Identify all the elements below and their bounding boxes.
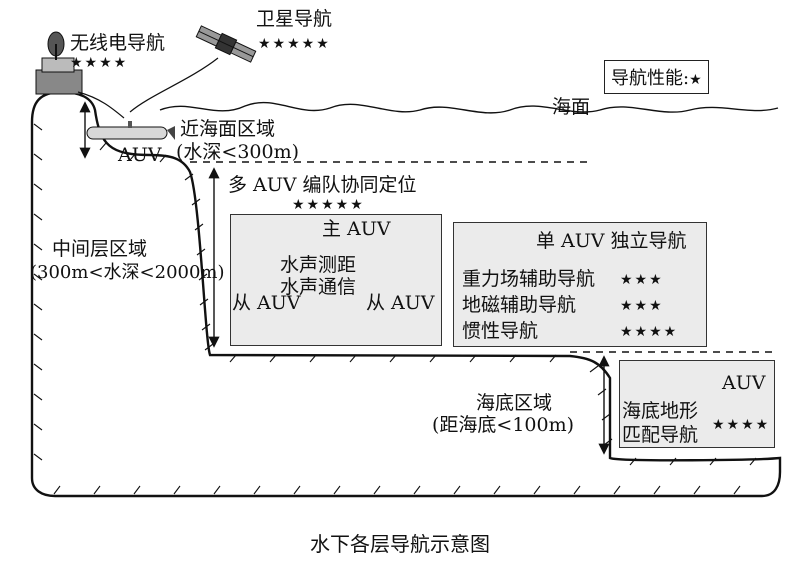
method-stars-0: ★★★: [620, 272, 664, 288]
near-surface-auv-icon: [86, 121, 175, 140]
slave-auv-right-label: 从 AUV: [366, 292, 435, 314]
acoustic-comm-label: 水声通信: [280, 276, 357, 298]
terrain-stars: ★★★★: [712, 417, 771, 433]
radio-tower-icon: [35, 31, 83, 95]
legend-box: 导航性能:★: [604, 60, 709, 94]
near-surface-depth: (水深<300m): [176, 141, 300, 163]
satellite-signal-line: [129, 57, 219, 113]
master-auv-label: 主 AUV: [322, 218, 391, 240]
formation-stars: ★★★★★: [292, 197, 365, 213]
middle-layer-title: 中间层区域: [52, 238, 148, 260]
sea-surface-label: 海面: [552, 96, 591, 118]
seabed-title: 海底区域: [476, 392, 553, 414]
radio-nav-title: 无线电导航: [70, 32, 166, 54]
method-name-2: 惯性导航: [462, 320, 539, 342]
satellite-icon: [195, 25, 257, 63]
terrain-panel: [619, 360, 775, 448]
middle-layer-depth: (300m<水深<2000m): [30, 262, 225, 283]
seabed-auv-label: AUV: [722, 372, 766, 394]
radio-nav-stars: ★★★★: [70, 55, 129, 71]
acoustic-ranging-label: 水声测距: [280, 254, 357, 276]
radio-signal-line: [77, 91, 125, 119]
method-stars-1: ★★★: [620, 298, 664, 314]
satellite-nav-stars: ★★★★★: [258, 36, 331, 52]
seabed-depth: (距海底<100m): [432, 414, 575, 436]
seabed-profile: [30, 90, 782, 498]
near-surface-title: 近海面区域: [180, 118, 276, 140]
formation-title: 多 AUV 编队协同定位: [228, 174, 417, 196]
satellite-nav-title: 卫星导航: [256, 8, 333, 30]
method-stars-2: ★★★★: [620, 324, 679, 340]
formation-panel: [230, 214, 442, 346]
method-name-1: 地磁辅助导航: [462, 294, 577, 316]
single-auv-title: 单 AUV 独立导航: [536, 230, 687, 252]
legend-star-icon: ★: [689, 72, 702, 88]
seabed-hatching: [33, 123, 757, 495]
slave-auv-left-label: 从 AUV: [232, 292, 301, 314]
legend-label: 导航性能:: [611, 68, 690, 89]
terrain-title-2: 匹配导航: [622, 424, 699, 446]
near-surface-auv-label: AUV: [118, 144, 162, 166]
method-name-0: 重力场辅助导航: [462, 268, 596, 290]
terrain-title-1: 海底地形: [622, 400, 699, 422]
single-auv-panel: [453, 222, 707, 347]
figure-caption: 水下各层导航示意图: [310, 532, 490, 556]
sea-surface-wave: [159, 101, 779, 114]
